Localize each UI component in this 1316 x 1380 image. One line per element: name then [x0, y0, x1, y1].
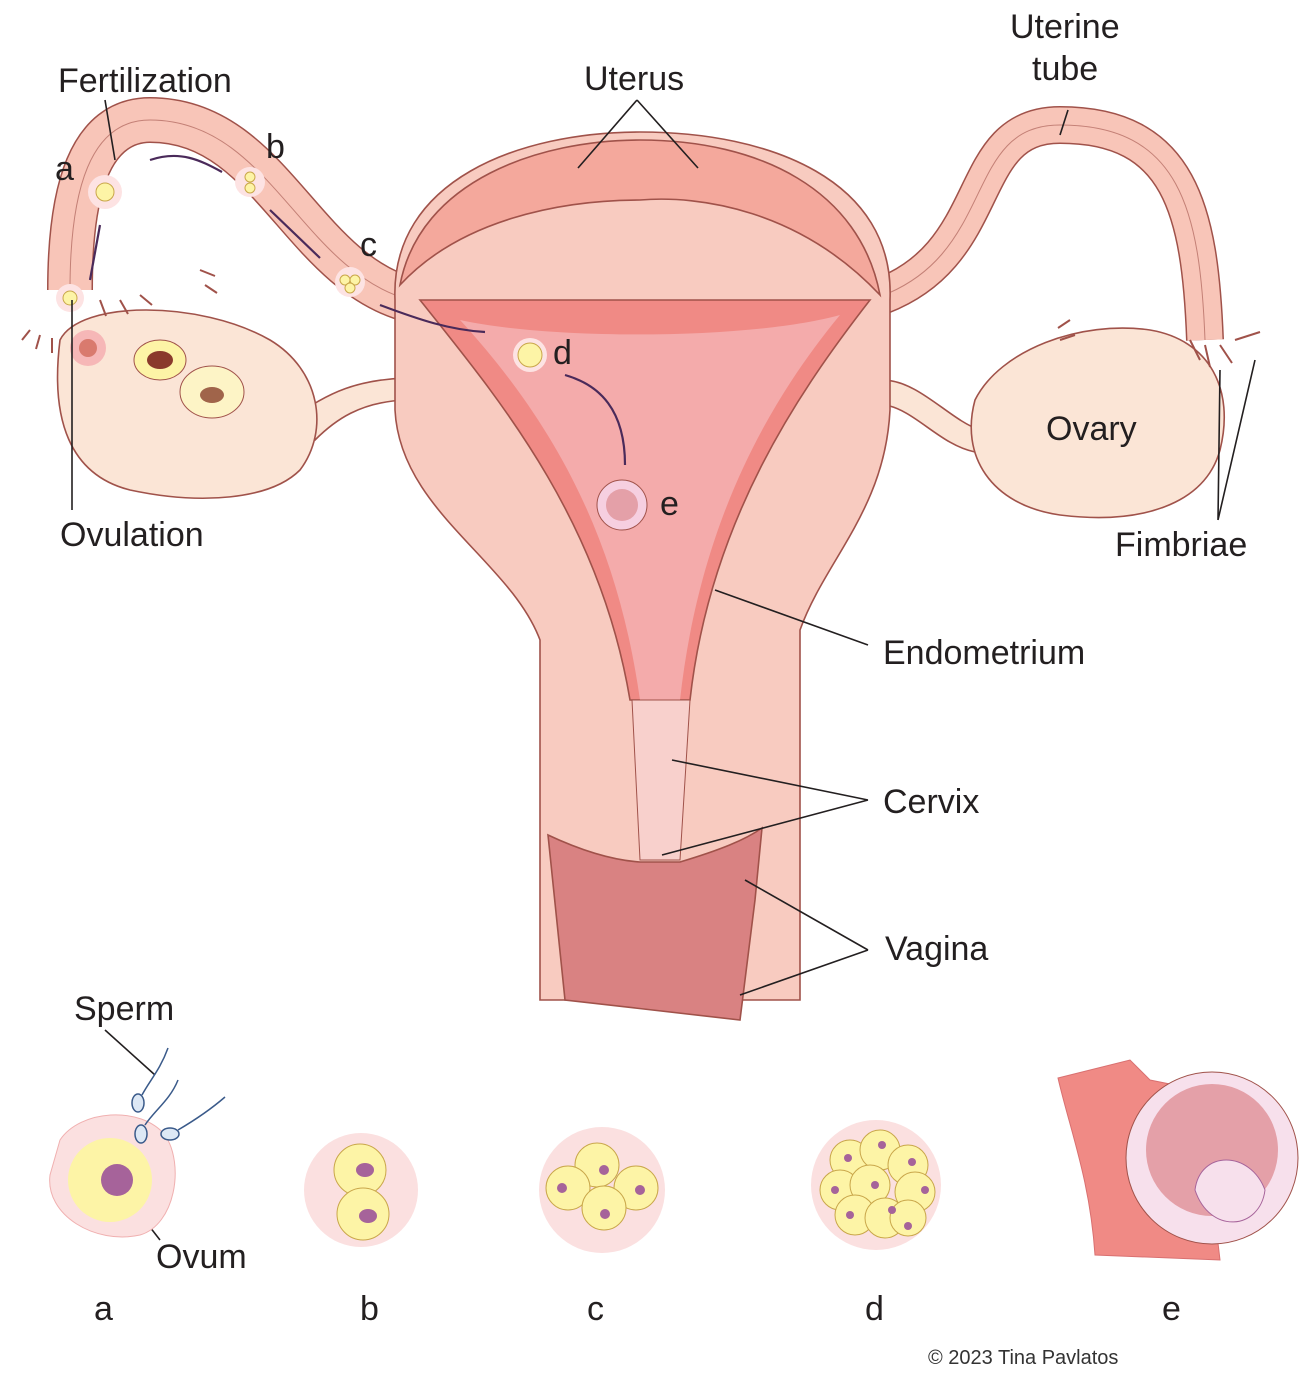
stage-a-detail	[49, 1047, 226, 1238]
right-ovary	[970, 327, 1225, 519]
marker-a-bottom: a	[94, 1290, 113, 1328]
marker-a-top: a	[55, 150, 74, 188]
right-ovarian-ligament	[884, 379, 981, 453]
marker-c-top: c	[360, 226, 377, 264]
label-fertilization: Fertilization	[58, 62, 232, 100]
label-ovulation: Ovulation	[60, 516, 204, 554]
label-uterine-tube-line1: Uterine	[1010, 8, 1120, 46]
label-vagina: Vagina	[885, 930, 988, 968]
label-uterus: Uterus	[584, 60, 684, 98]
marker-e-top: e	[660, 485, 679, 523]
stage-b-detail	[304, 1133, 418, 1247]
stage-c-detail	[539, 1127, 665, 1253]
embryo-stages-inline	[56, 167, 648, 531]
label-ovary: Ovary	[1046, 410, 1137, 448]
fimbriae-shapes	[21, 269, 1261, 368]
label-cervix: Cervix	[883, 783, 979, 821]
label-uterine-tube-line2: tube	[1032, 50, 1098, 88]
marker-d-bottom: d	[865, 1290, 884, 1328]
stage-e-detail	[1057, 1059, 1299, 1261]
stage-d-detail	[811, 1120, 941, 1250]
label-ovum: Ovum	[156, 1238, 247, 1276]
uterine-fundus	[398, 139, 882, 298]
marker-b-bottom: b	[360, 1290, 379, 1328]
label-endometrium: Endometrium	[883, 634, 1085, 672]
copyright: © 2023 Tina Pavlatos	[928, 1347, 1118, 1369]
travel-arrows	[88, 154, 627, 466]
uterine-cavity	[460, 315, 840, 700]
label-sperm: Sperm	[74, 990, 174, 1028]
marker-c-bottom: c	[587, 1290, 604, 1328]
ovarian-follicles	[70, 330, 245, 419]
marker-b-top: b	[266, 128, 285, 166]
cervical-canal	[631, 699, 691, 861]
label-fimbriae: Fimbriae	[1115, 526, 1247, 564]
marker-e-bottom: e	[1162, 1290, 1181, 1328]
marker-d-top: d	[553, 334, 572, 372]
